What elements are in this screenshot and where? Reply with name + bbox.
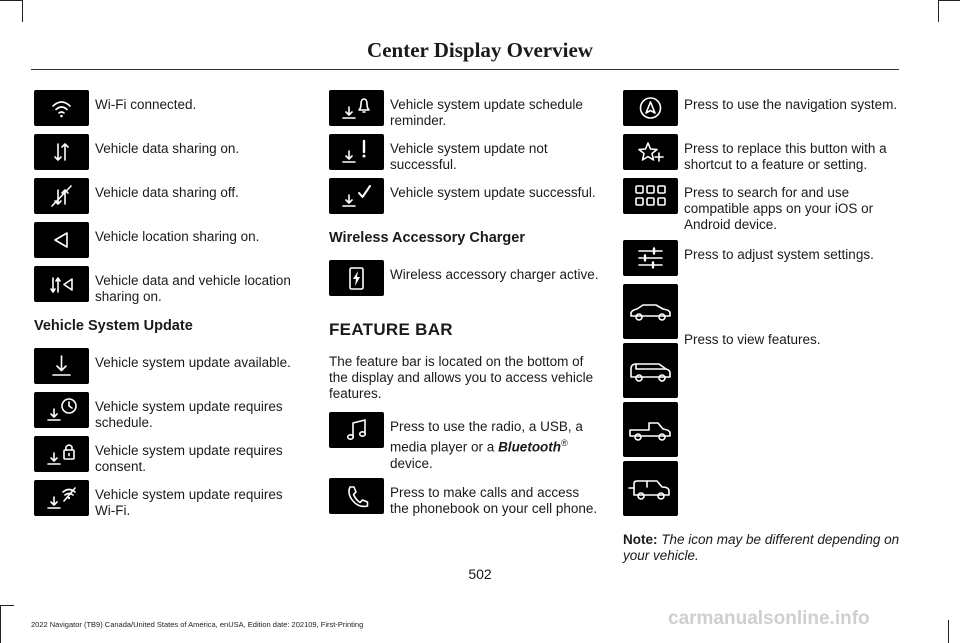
item-text: Vehicle system update requires Wi-Fi. (95, 487, 283, 518)
item-text: Vehicle system update requires consent. (95, 443, 283, 474)
list-item: Vehicle data and vehicle location sharin… (34, 266, 306, 316)
list-item: Press to use the radio, a USB, a media p… (329, 412, 601, 478)
registered-mark: ® (561, 438, 568, 448)
item-text: Vehicle system update successful. (390, 185, 596, 200)
list-item: Vehicle system update available. (34, 348, 306, 392)
list-item: Press to search for and use compatible a… (623, 178, 901, 240)
item-text: Wireless accessory charger active. (390, 267, 599, 282)
item-text: Press to make calls and access the phone… (390, 485, 598, 516)
paragraph: The feature bar is located on the bottom… (329, 354, 594, 401)
note-text: The icon may be different depending on y… (623, 532, 900, 563)
update-schedule-icon (34, 392, 89, 428)
update-failed-icon (329, 134, 384, 170)
item-text: Vehicle data sharing on. (95, 141, 240, 156)
list-item: Vehicle system update requires Wi-Fi. (34, 480, 306, 524)
crop-mark (0, 605, 14, 606)
list-item: Vehicle system update requires schedule. (34, 392, 306, 436)
list-item: Press to use the navigation system. (623, 90, 901, 134)
list-item: Vehicle system update successful. (329, 178, 601, 228)
update-available-icon (34, 348, 89, 384)
vehicle-features-group: Press to view features. (623, 284, 901, 516)
column-2: Vehicle system update schedule reminder.… (329, 90, 601, 522)
note-label: Note: (623, 532, 658, 547)
list-item: Vehicle data sharing on. (34, 134, 306, 178)
section-heading: Vehicle System Update (34, 318, 193, 334)
page-title: Center Display Overview (367, 38, 593, 62)
location-sharing-on-icon (34, 222, 89, 258)
item-text: Press to view features. (684, 332, 821, 347)
suv-icon (623, 343, 678, 398)
crop-mark (0, 605, 1, 643)
text-part: Press to use the radio, a USB, a media p… (390, 419, 583, 455)
list-item: Press to adjust system settings. (623, 240, 901, 284)
list-item: Press to make calls and access the phone… (329, 478, 601, 522)
music-note-icon (329, 412, 384, 448)
item-text: Vehicle data and vehicle location sharin… (95, 273, 291, 304)
item-text: Wi-Fi connected. (95, 97, 197, 112)
item-text: Vehicle system update schedule reminder. (390, 97, 583, 128)
item-text: Press to adjust system settings. (684, 247, 874, 262)
section-heading: FEATURE BAR (329, 320, 453, 339)
wireless-charger-icon (329, 260, 384, 296)
crop-mark (0, 0, 22, 1)
crop-mark (948, 620, 949, 643)
crop-mark (22, 0, 23, 22)
item-text: Vehicle system update requires schedule. (95, 399, 283, 430)
item-text: Vehicle location sharing on. (95, 229, 260, 244)
item-text: Vehicle system update not successful. (390, 141, 548, 172)
data-sharing-off-icon (34, 178, 89, 214)
apps-grid-icon (623, 178, 678, 214)
wifi-icon (34, 90, 89, 126)
data-location-sharing-on-icon (34, 266, 89, 302)
header-rule (31, 69, 899, 70)
item-text: Press to use the radio, a USB, a media p… (390, 419, 601, 472)
list-item: Vehicle system update not successful. (329, 134, 601, 178)
list-item: Vehicle system update schedule reminder. (329, 90, 601, 134)
star-plus-icon (623, 134, 678, 170)
update-consent-icon (34, 436, 89, 472)
data-sharing-on-icon (34, 134, 89, 170)
column-3: Press to use the navigation system. Pres… (623, 90, 901, 564)
list-item: Vehicle data sharing off. (34, 178, 306, 222)
sedan-icon (623, 284, 678, 339)
list-item: Vehicle system update requires consent. (34, 436, 306, 480)
settings-sliders-icon (623, 240, 678, 276)
item-text: Vehicle data sharing off. (95, 185, 239, 200)
footer-text: 2022 Navigator (TB9) Canada/United State… (31, 620, 364, 629)
page-number: 502 (468, 566, 492, 582)
navigation-icon (623, 90, 678, 126)
item-text: Vehicle system update available. (95, 355, 291, 370)
note: Note: The icon may be different dependin… (623, 532, 901, 564)
item-text: Press to use the navigation system. (684, 97, 898, 112)
watermark: carmanualsonline.info (668, 608, 870, 629)
list-item: Wi-Fi connected. (34, 90, 306, 134)
crop-mark (938, 0, 960, 1)
offroad-suv-icon (623, 461, 678, 516)
phone-icon (329, 478, 384, 514)
list-item: Wireless accessory charger active. (329, 260, 601, 320)
item-text: Press to replace this button with a shor… (684, 141, 887, 172)
list-item: Vehicle location sharing on. (34, 222, 306, 266)
update-success-icon (329, 178, 384, 214)
vehicle-icons (623, 284, 678, 516)
item-text: Press to search for and use compatible a… (684, 185, 874, 232)
brand-name: Bluetooth (498, 439, 562, 455)
text-part: device. (390, 455, 433, 471)
column-1: Wi-Fi connected. Vehicle data sharing on… (34, 90, 306, 524)
crop-mark (938, 0, 939, 22)
update-reminder-icon (329, 90, 384, 126)
list-item: Press to replace this button with a shor… (623, 134, 901, 178)
update-wifi-icon (34, 480, 89, 516)
pickup-truck-icon (623, 402, 678, 457)
section-heading: Wireless Accessory Charger (329, 230, 525, 246)
